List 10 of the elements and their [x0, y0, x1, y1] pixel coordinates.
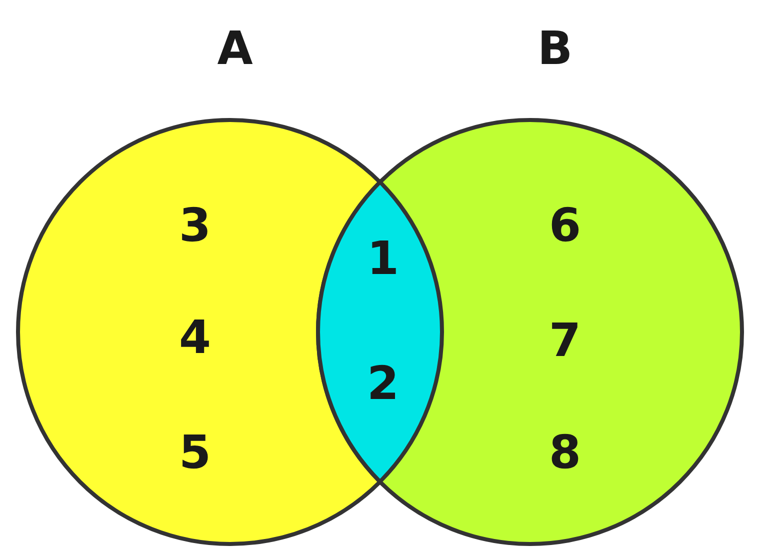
set-element: 6	[549, 202, 581, 248]
set-element: 5	[179, 429, 211, 475]
set-element: 1	[367, 234, 399, 281]
set-element: 7	[549, 317, 581, 363]
set-element: 2	[367, 360, 399, 406]
set-element: 8	[549, 429, 581, 475]
set-element: 3	[179, 202, 211, 248]
set-label: A	[217, 25, 253, 71]
set-element: 4	[179, 314, 211, 360]
set-label: B	[537, 25, 573, 71]
